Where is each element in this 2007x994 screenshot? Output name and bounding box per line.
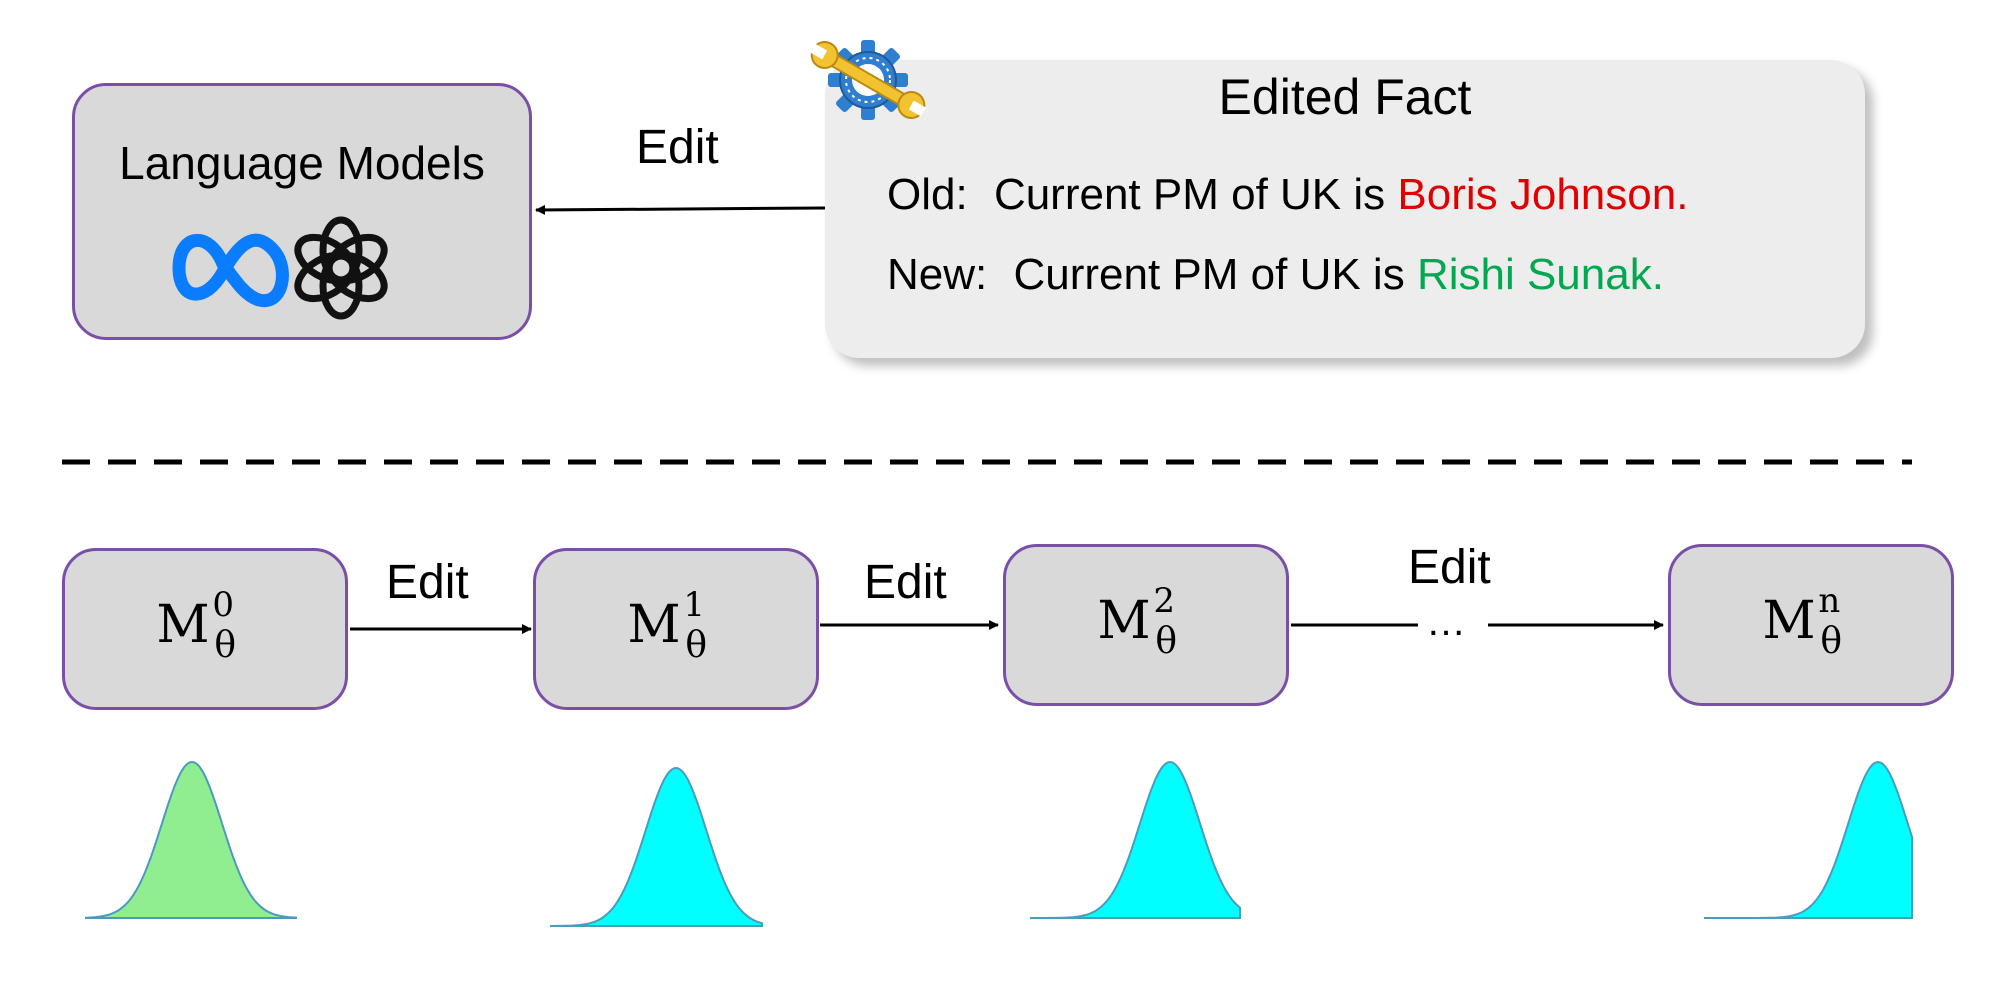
model-sub-0: θ xyxy=(214,625,237,666)
meta-infinity-logo xyxy=(172,233,289,308)
model-sup-2: 2 xyxy=(1153,581,1176,621)
new-fact-text: Current PM of UK is xyxy=(1013,250,1405,299)
model-symbol-2: M xyxy=(1097,591,1151,651)
edit-arrow-top xyxy=(535,204,826,215)
language-models-box: Language Models xyxy=(72,83,532,340)
model-sup-1: 1 xyxy=(683,585,706,625)
old-fact-line: Old: Current PM of UK is Boris Johnson. xyxy=(887,170,1688,220)
edit-label-top: Edit xyxy=(636,121,719,174)
edited-fact-title: Edited Fact xyxy=(1218,69,1472,125)
model-sub-n: θ xyxy=(1820,621,1843,662)
model-logos xyxy=(172,216,388,320)
distribution-2 xyxy=(1030,760,1241,919)
language-models-title: Language Models xyxy=(119,137,485,189)
new-fact-line: New: Current PM of UK is Rishi Sunak. xyxy=(887,250,1664,300)
gear-wrench-icon xyxy=(810,40,926,120)
model-sup-n: n xyxy=(1818,581,1841,621)
new-fact-value: Rishi Sunak. xyxy=(1416,250,1664,299)
old-fact-prefix: Old: xyxy=(887,170,968,219)
old-fact-value: Boris Johnson. xyxy=(1397,170,1689,219)
model-symbol-1: M xyxy=(627,595,681,655)
openai-knot-logo xyxy=(294,216,388,320)
model-sub-2: θ xyxy=(1155,621,1178,662)
model-sub-1: θ xyxy=(685,625,708,666)
ellipsis: … xyxy=(1426,600,1466,644)
distribution-1 xyxy=(550,766,763,927)
new-fact-prefix: New: xyxy=(887,250,988,299)
edit-label-2-n: Edit xyxy=(1408,541,1491,594)
model-sup-0: 0 xyxy=(212,585,235,625)
distribution-0 xyxy=(85,760,297,919)
model-symbol-0: M xyxy=(156,595,210,655)
old-fact-text: Current PM of UK is xyxy=(993,170,1386,219)
edit-label-0-1: Edit xyxy=(386,556,469,609)
model-symbol-n: M xyxy=(1762,591,1816,651)
distribution-n xyxy=(1704,760,1913,919)
edited-fact-box: Edited Fact Old: Current PM of UK is Bor… xyxy=(825,60,1865,358)
edit-label-1-2: Edit xyxy=(864,556,947,609)
